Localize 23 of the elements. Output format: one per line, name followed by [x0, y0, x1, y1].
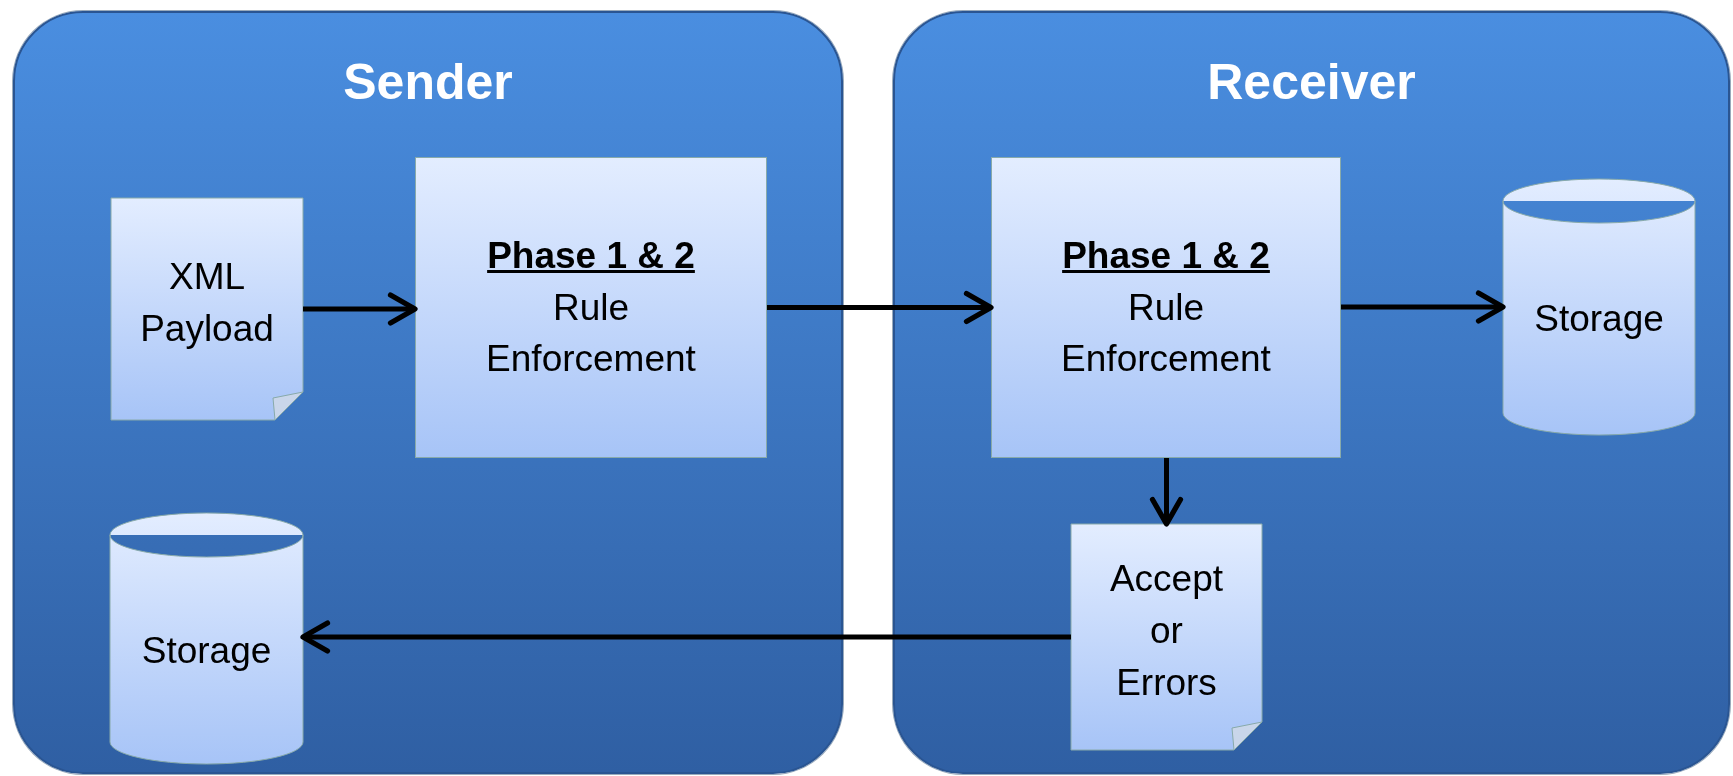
arrow [1341, 290, 1506, 324]
storage-cylinder [1503, 179, 1695, 435]
node-label: Rule Enforcement [485, 285, 697, 382]
panel-background [13, 11, 843, 774]
box-heading: Phase 1 & 2 [487, 233, 695, 278]
process-box [415, 157, 767, 458]
node-label: XML Payload [139, 255, 275, 351]
node-label: Storage [140, 628, 273, 673]
document-shape [111, 198, 303, 420]
panel-title: Sender [342, 53, 514, 111]
document-shape [1071, 524, 1262, 750]
arrow [1149, 458, 1184, 527]
arrow [300, 620, 1071, 654]
process-box [991, 157, 1341, 458]
storage-cylinder [110, 513, 303, 764]
node-label: Accept or Errors [1108, 557, 1225, 705]
arrow [303, 292, 418, 326]
arrow [767, 290, 994, 325]
panel-title: Receiver [1206, 53, 1417, 111]
node-label: Storage [1533, 297, 1665, 342]
box-heading: Phase 1 & 2 [1062, 233, 1270, 278]
node-label: Rule Enforcement [1060, 285, 1272, 382]
panel-background [893, 11, 1730, 774]
